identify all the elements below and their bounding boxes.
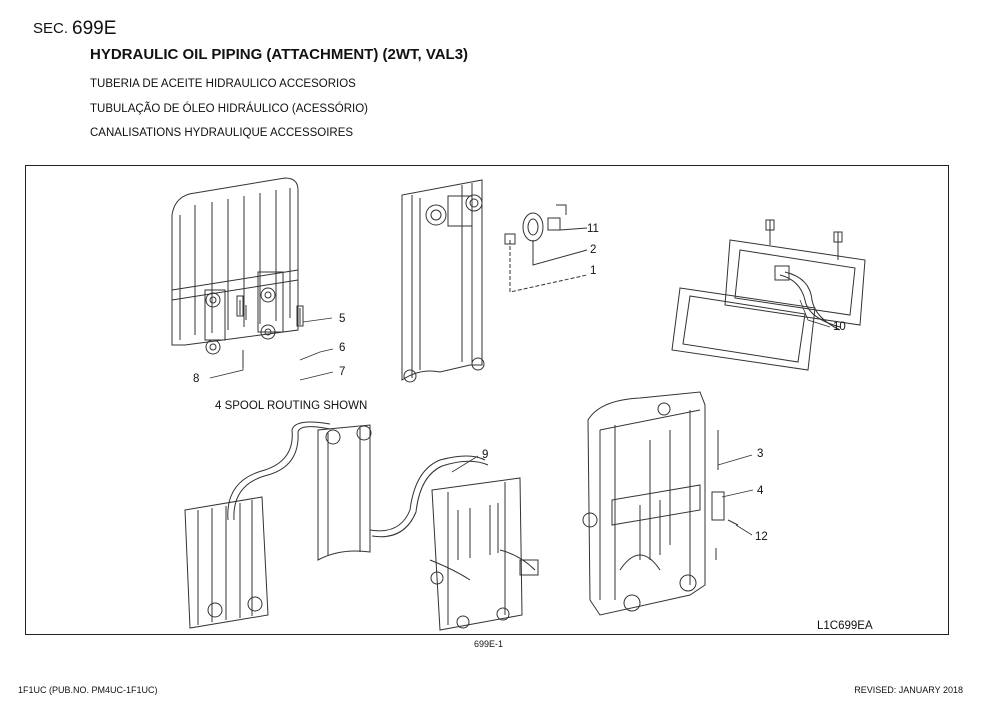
callout-5: 5 bbox=[339, 313, 346, 325]
callout-7: 7 bbox=[339, 366, 346, 378]
callout-1: 1 bbox=[590, 265, 597, 277]
page-title: HYDRAULIC OIL PIPING (ATTACHMENT) (2WT, … bbox=[90, 46, 469, 63]
footer-publication: 1F1UC (PUB.NO. PM4UC-1F1UC) bbox=[18, 685, 158, 695]
fittings-drawing bbox=[504, 204, 588, 293]
callout-leader-lines bbox=[209, 299, 831, 536]
subtitle-portuguese: TUBULAÇÃO DE ÓLEO HIDRÁULICO (ACESSÓRIO) bbox=[90, 103, 368, 115]
callout-8: 8 bbox=[193, 373, 200, 385]
section-code: 699E bbox=[72, 18, 117, 39]
routing-note: 4 SPOOL ROUTING SHOWN bbox=[215, 400, 368, 412]
backrest-assembly-drawing bbox=[171, 177, 304, 368]
mast-channel-drawing bbox=[401, 179, 485, 383]
callout-6: 6 bbox=[339, 342, 346, 354]
figure-frame bbox=[25, 165, 949, 635]
figure-code: L1C699EA bbox=[817, 620, 873, 632]
callout-11: 11 bbox=[587, 223, 599, 235]
callout-2: 2 bbox=[590, 244, 597, 256]
hose-routing-drawing bbox=[184, 421, 489, 629]
callout-4: 4 bbox=[757, 485, 764, 497]
subtitle-spanish: TUBERIA DE ACEITE HIDRAULICO ACCESORIOS bbox=[90, 78, 356, 90]
mast-bracket-drawing bbox=[582, 391, 739, 616]
callout-3: 3 bbox=[757, 448, 764, 460]
mast-cylinder-drawing bbox=[429, 477, 539, 631]
callout-12: 12 bbox=[755, 531, 768, 543]
page-number: 699E-1 bbox=[474, 639, 504, 649]
footer-revised-date: REVISED: JANUARY 2018 bbox=[854, 685, 963, 695]
callout-10: 10 bbox=[833, 321, 846, 333]
subtitle-french: CANALISATIONS HYDRAULIQUE ACCESSOIRES bbox=[90, 127, 354, 139]
callout-9: 9 bbox=[482, 449, 489, 461]
carriage-assembly-drawing bbox=[671, 219, 866, 371]
section-label: SEC. bbox=[33, 20, 69, 37]
